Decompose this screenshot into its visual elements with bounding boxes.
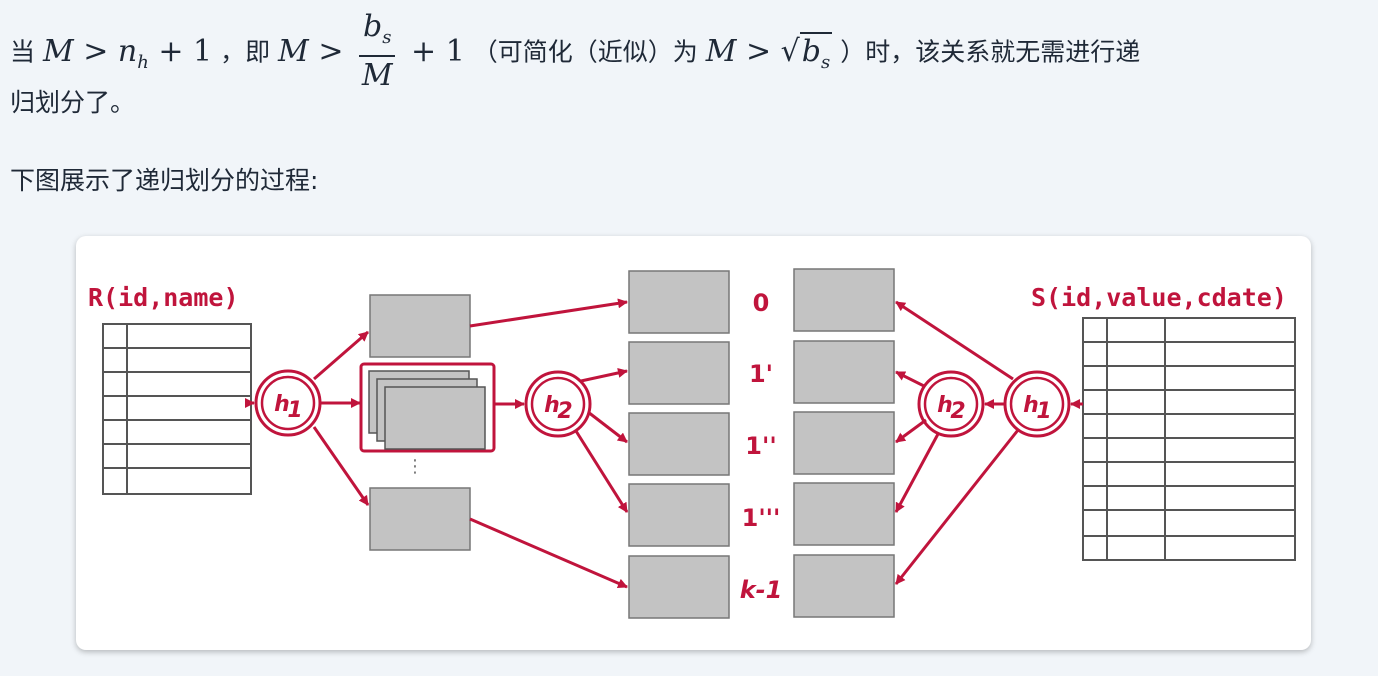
left-table-label: R(id,name): [88, 283, 239, 312]
r-output-1p: [628, 341, 730, 405]
hash-h1-left: h 1: [254, 369, 322, 437]
svg-text:h: h: [1023, 393, 1039, 418]
arrows: [245, 298, 1083, 589]
hash-h2-left: h 2: [524, 370, 592, 438]
partition-label-1p: 1': [749, 360, 773, 388]
math-inequality-1: M > nh + 1: [42, 33, 213, 73]
s-output-k-1: [793, 554, 895, 618]
text-segment: 当: [10, 37, 43, 67]
r-output-1ppp: [628, 483, 730, 547]
recursive-partition-figure: R(id,name) S(id,value,cdate) ⋮: [76, 236, 1311, 650]
s-output-1pp: [793, 411, 895, 475]
left-partition-top: [369, 294, 471, 358]
svg-text:h: h: [937, 393, 953, 418]
text-segment: ）时，该关系就无需进行递: [840, 37, 1141, 67]
svg-text:2: 2: [950, 399, 965, 424]
text-segment: ，即: [220, 37, 279, 67]
svg-text:1: 1: [1036, 399, 1051, 424]
r-output-k-1: [628, 555, 730, 619]
paragraph-line-2: 归划分了。: [10, 88, 136, 117]
partition-label-0: 0: [753, 289, 770, 317]
r-output-1pp: [628, 412, 730, 476]
svg-text:h: h: [544, 393, 560, 418]
stacked-partition-3: [384, 386, 486, 450]
highlighted-partition-box: [359, 362, 496, 453]
partition-label-1pp: 1'': [745, 432, 776, 460]
svg-text:1: 1: [287, 398, 302, 423]
math-inequality-3: M > √bs: [705, 31, 833, 73]
ellipsis: ⋮: [406, 456, 424, 477]
paragraph-2: 下图展示了递归划分的过程:: [10, 166, 319, 195]
diagram-svg: R(id,name) S(id,value,cdate) ⋮: [88, 268, 1296, 619]
right-table-label: S(id,value,cdate): [1031, 283, 1287, 312]
s-output-1ppp: [793, 482, 895, 546]
svg-text:2: 2: [557, 399, 572, 424]
partition-label-1ppp: 1''': [742, 504, 781, 532]
hash-h1-right: h 1: [1003, 370, 1071, 438]
right-table: [1082, 317, 1296, 561]
s-output-0: [793, 268, 895, 332]
left-table: [102, 323, 252, 495]
r-output-0: [628, 270, 730, 334]
s-output-1p: [793, 340, 895, 404]
left-partition-bottom: [369, 487, 471, 551]
svg-text:h: h: [274, 392, 290, 417]
partition-label-k-1: k-1: [740, 576, 783, 604]
text-segment: （可简化（近似）为: [472, 37, 706, 67]
hash-h2-right: h 2: [917, 370, 985, 438]
